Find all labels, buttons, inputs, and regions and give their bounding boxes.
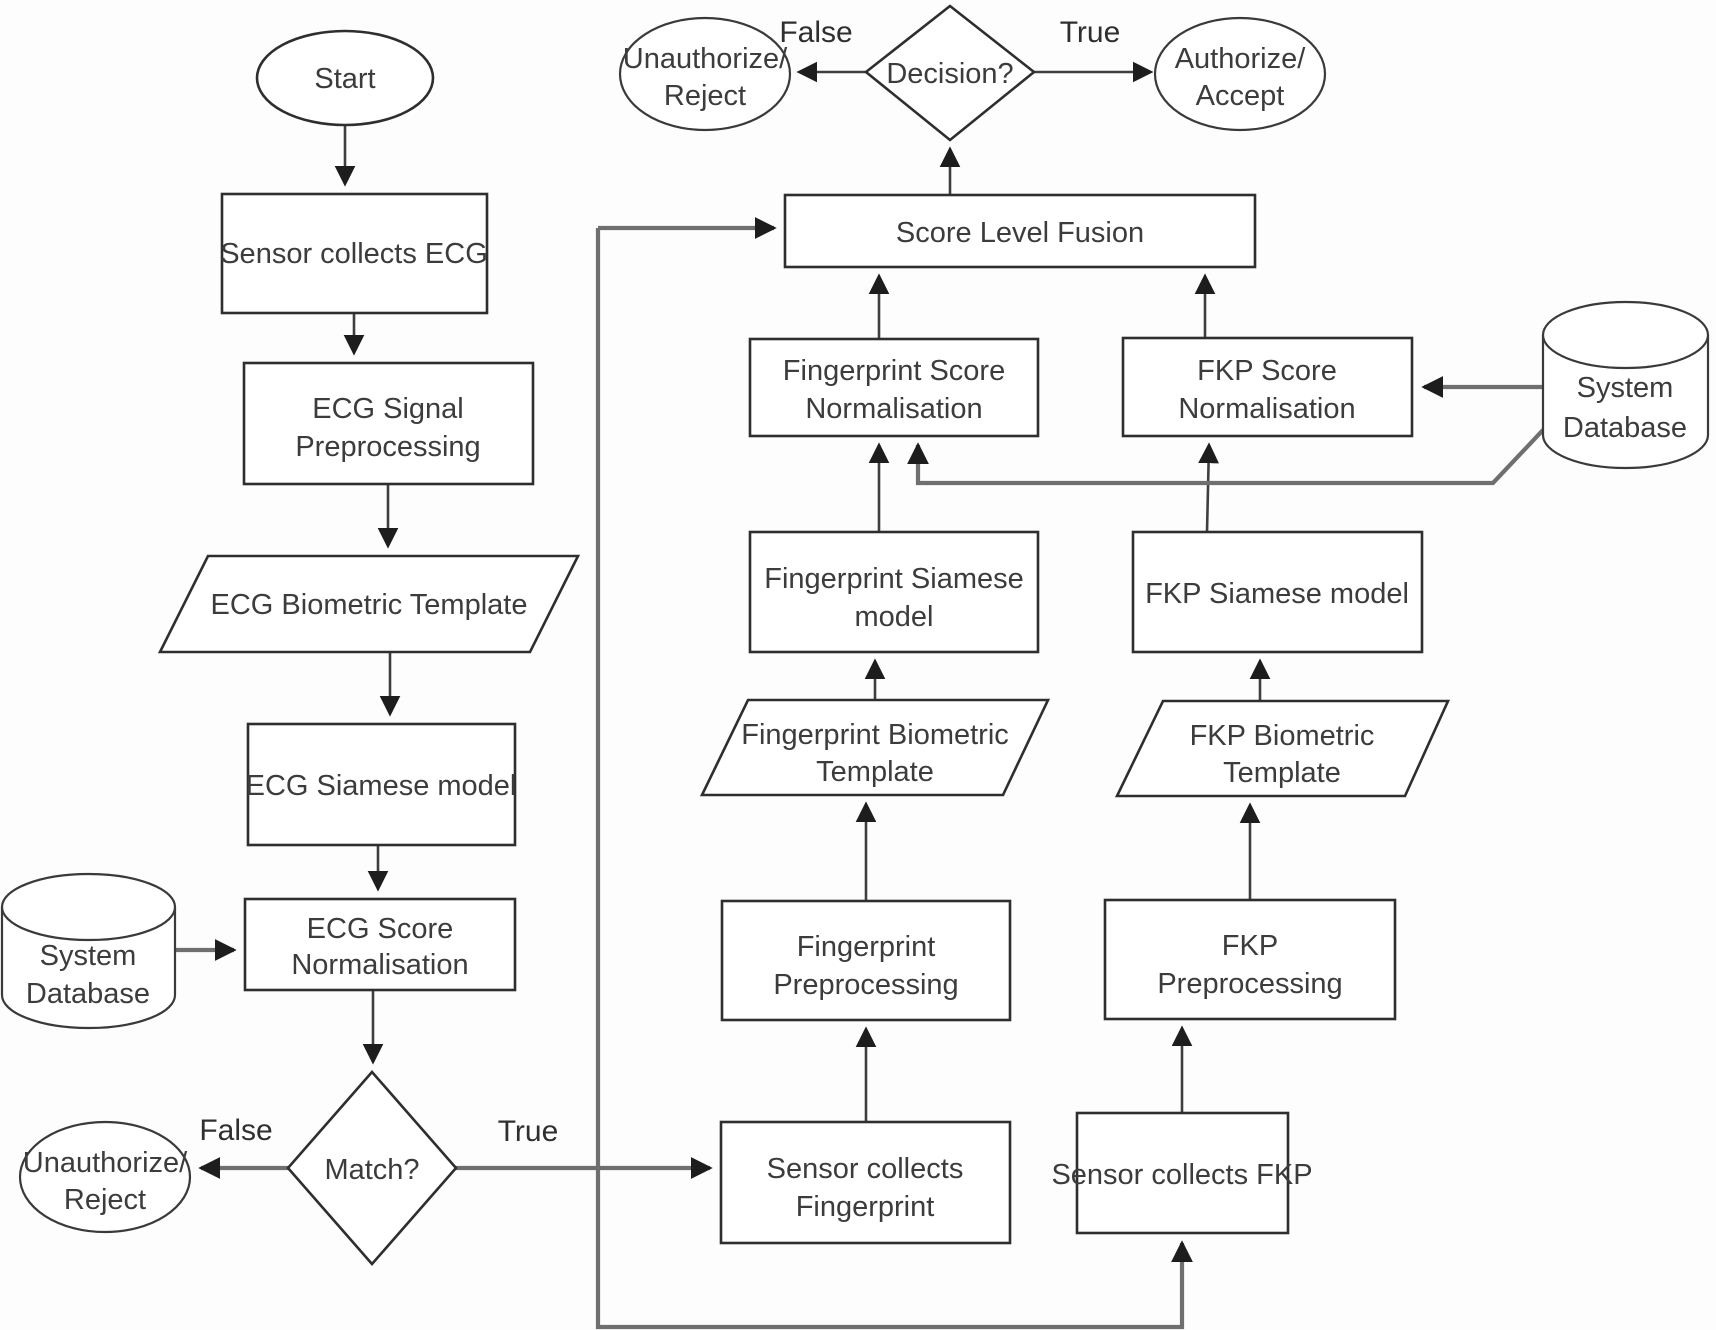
db-left-label-line1: System (40, 940, 137, 972)
start-label: Start (314, 63, 375, 95)
ecg-siamese-box (246, 722, 517, 847)
unauthorize-top-label-line1: Unauthorize/ (623, 43, 788, 75)
authorize-label-line2: Accept (1196, 80, 1285, 112)
decision-diamond (863, 4, 1037, 142)
fp-norm-label-line2: Normalisation (805, 393, 982, 425)
unauthorize-bottom-ellipse (18, 1120, 192, 1234)
sensor-fkp-label: Sensor collects FKP (1051, 1159, 1312, 1191)
unauthorize-top-ellipse (618, 16, 792, 132)
node-fp-template: Fingerprint Biometric Template (699, 698, 1051, 797)
fp-template-label-line2: Template (816, 756, 934, 788)
ecg-preprocessing-label-line1: ECG Signal (312, 393, 464, 425)
start-ellipse (255, 29, 435, 127)
authorize-ellipse (1153, 16, 1327, 132)
db-right-cylinder-top (1541, 300, 1710, 370)
fp-template-label-line1: Fingerprint Biometric (741, 719, 1009, 751)
ecg-siamese-label: ECG Siamese model (246, 770, 517, 802)
unauthorize-bottom-label-line2: Reject (64, 1184, 146, 1216)
match-false-edge-label: False (199, 1114, 272, 1147)
sensor-fingerprint-label-line1: Sensor collects (767, 1153, 964, 1185)
sensor-ecg-box (220, 192, 489, 315)
ecg-template-label: ECG Biometric Template (211, 589, 528, 621)
match-label: Match? (324, 1154, 419, 1186)
fkp-siamese-label: FKP Siamese model (1145, 578, 1409, 610)
score-level-fusion-box (783, 193, 1257, 269)
fkp-preprocessing-box (1103, 898, 1397, 1021)
node-ecg-preprocessing: ECG Signal Preprocessing (242, 361, 535, 486)
node-fp-norm: Fingerprint Score Normalisation (748, 337, 1040, 438)
node-fkp-norm: FKP Score Normalisation (1121, 336, 1414, 438)
edge-connector-to-sensor-fkp (595, 228, 1193, 1330)
node-fkp-siamese: FKP Siamese model (1131, 530, 1424, 654)
sensor-fingerprint-box (719, 1120, 1012, 1245)
fp-preprocessing-label-line2: Preprocessing (773, 969, 958, 1001)
sensor-ecg-label: Sensor collects ECG (220, 238, 488, 270)
sensor-fkp-box (1075, 1111, 1290, 1235)
db-right-label-line2: Database (1563, 412, 1687, 444)
fp-siamese-box (748, 530, 1040, 654)
node-ecg-norm: ECG Score Normalisation (243, 897, 517, 992)
db-right-cylinder-body (1541, 335, 1710, 470)
node-ecg-siamese: ECG Siamese model (246, 722, 517, 847)
fp-preprocessing-label-line1: Fingerprint (797, 931, 936, 963)
node-fp-siamese: Fingerprint Siamese model (748, 530, 1040, 654)
fp-siamese-label-line2: model (855, 601, 934, 633)
ecg-preprocessing-box (242, 361, 535, 486)
fp-norm-box (748, 337, 1040, 438)
node-fkp-template: FKP Biometric Template (1114, 699, 1451, 798)
fkp-norm-box (1121, 336, 1414, 438)
node-match-decision: Match? (286, 1070, 458, 1266)
node-score-level-fusion: Score Level Fusion (783, 193, 1257, 269)
match-true-edge-label: True (498, 1115, 559, 1148)
edge-db-right-to-fp-norm (907, 428, 1545, 486)
node-sensor-fkp: Sensor collects FKP (1051, 1111, 1313, 1235)
node-authorize-accept: Authorize/ Accept (1153, 16, 1327, 132)
node-db-left: System Database (0, 872, 177, 1030)
edges (175, 61, 1545, 1330)
fp-template-parallelogram (699, 698, 1051, 797)
decision-label: Decision? (886, 58, 1013, 90)
authorize-label-line1: Authorize/ (1175, 43, 1307, 75)
fkp-norm-label-line2: Normalisation (1178, 393, 1355, 425)
node-unauthorize-bottom: Unauthorize/ Reject (18, 1120, 192, 1234)
ecg-template-parallelogram (157, 554, 581, 654)
node-final-decision: Decision? (863, 4, 1037, 142)
node-db-right: System Database (1541, 300, 1710, 470)
fkp-template-label-line2: Template (1223, 757, 1341, 789)
fkp-norm-label-line1: FKP Score (1197, 355, 1337, 387)
fp-norm-label-line1: Fingerprint Score (783, 355, 1005, 387)
fkp-template-label-line1: FKP Biometric (1190, 720, 1375, 752)
node-sensor-ecg: Sensor collects ECG (220, 192, 489, 315)
db-right-label-line1: System (1577, 372, 1674, 404)
node-start: Start (255, 29, 435, 127)
decision-false-edge-label: False (779, 16, 852, 49)
node-ecg-template: ECG Biometric Template (157, 554, 581, 654)
node-unauthorize-top: Unauthorize/ Reject (618, 16, 792, 132)
ecg-preprocessing-label-line2: Preprocessing (295, 431, 480, 463)
edge-fkp-siamese-to-fkp-norm (1198, 442, 1219, 533)
node-fkp-preprocessing: FKP Preprocessing (1103, 898, 1397, 1021)
unauthorize-top-label-line2: Reject (664, 80, 746, 112)
db-left-label-line2: Database (26, 978, 150, 1010)
fp-siamese-label-line1: Fingerprint Siamese (764, 563, 1024, 595)
fkp-siamese-box (1131, 530, 1424, 654)
fkp-preprocessing-label-line1: FKP (1222, 930, 1278, 962)
db-left-cylinder-top (0, 872, 177, 942)
node-sensor-fingerprint: Sensor collects Fingerprint (719, 1120, 1012, 1245)
sensor-fingerprint-label-line2: Fingerprint (796, 1191, 935, 1223)
ecg-norm-label-line2: Normalisation (291, 949, 468, 981)
match-diamond (286, 1070, 458, 1266)
node-fp-preprocessing: Fingerprint Preprocessing (720, 899, 1012, 1022)
score-level-fusion-label: Score Level Fusion (896, 217, 1144, 249)
decision-true-edge-label: True (1060, 16, 1121, 49)
fkp-preprocessing-label-line2: Preprocessing (1157, 968, 1342, 1000)
ecg-norm-label-line1: ECG Score (307, 913, 454, 945)
db-left-cylinder-body (0, 907, 177, 1030)
ecg-norm-box (243, 897, 517, 992)
unauthorize-bottom-label-line1: Unauthorize/ (23, 1147, 188, 1179)
fp-preprocessing-box (720, 899, 1012, 1022)
fkp-template-parallelogram (1114, 699, 1451, 798)
